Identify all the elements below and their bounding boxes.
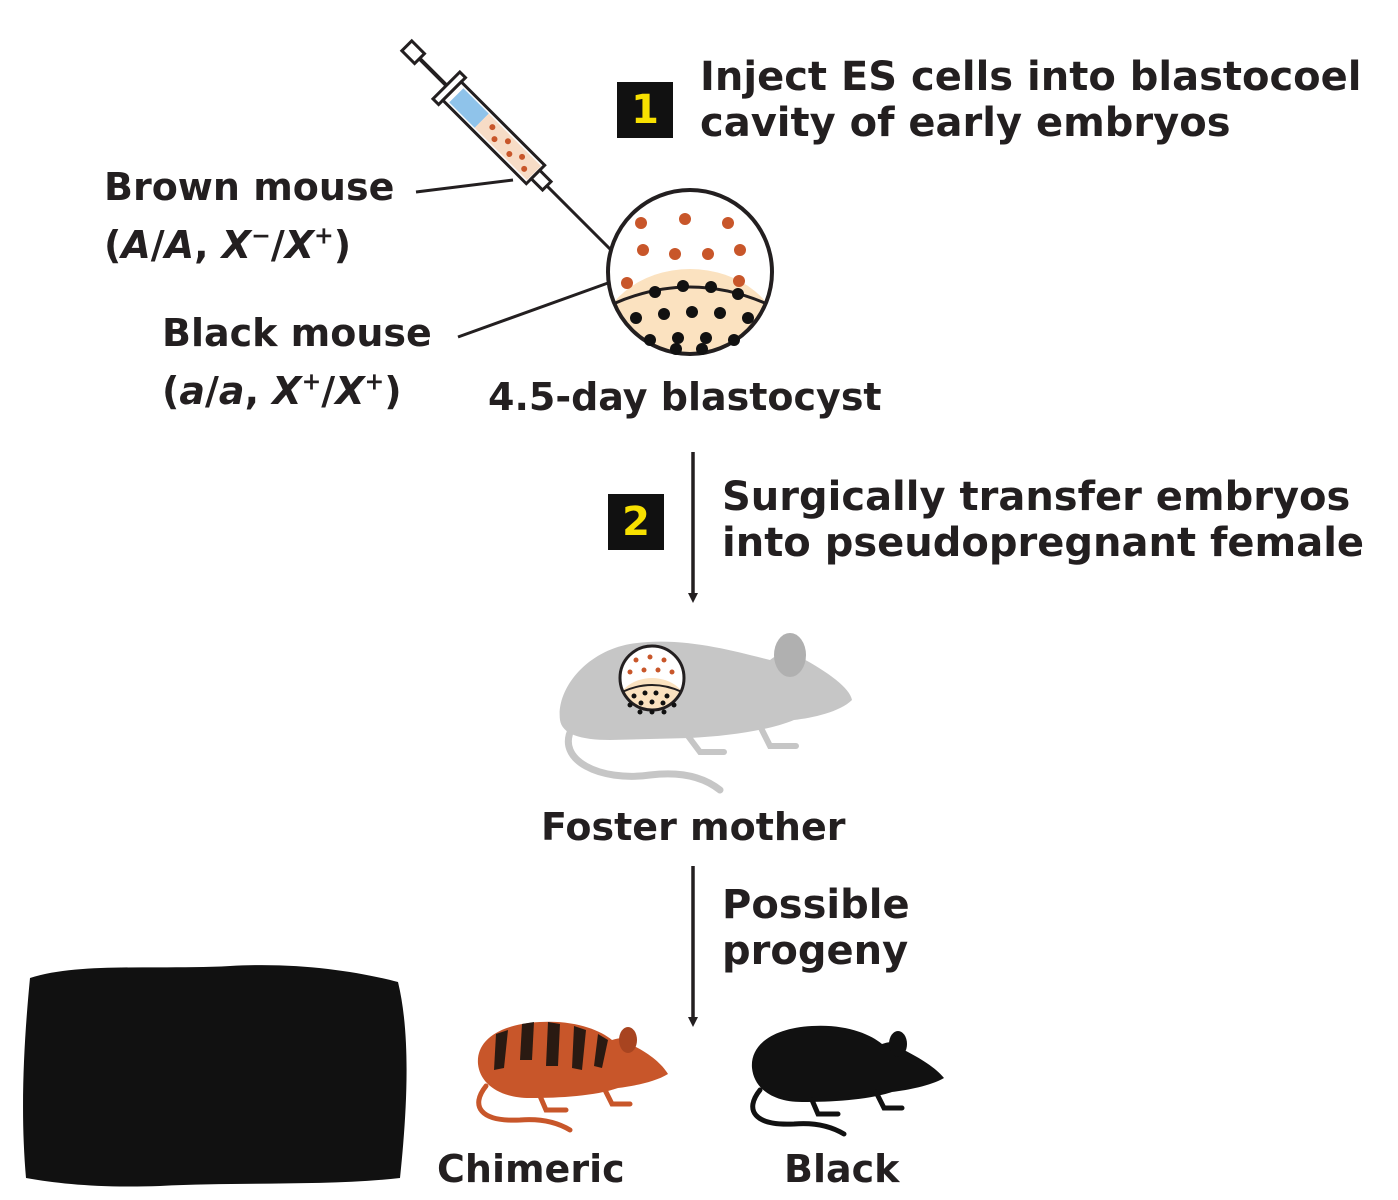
step-2-text: Surgically transfer embryos into pseudop… [722, 474, 1364, 566]
blastocyst-outline [606, 188, 774, 356]
black-mouse-ear [889, 1031, 907, 1057]
step-2-badge: 2 [608, 494, 664, 550]
syringe-needle [545, 184, 617, 256]
progeny-line-2: progeny [722, 928, 909, 974]
syringe-cell-zone [474, 113, 542, 181]
inner-cells [630, 280, 754, 355]
black-mouse-genotype: (a/a, X+/X+) [162, 367, 402, 413]
chimeric-mouse-hindleg [537, 1093, 569, 1113]
foster-mother-label: Foster mother [541, 805, 846, 849]
chimeric-mouse-tail [476, 1083, 573, 1133]
black-mouse-foreleg [873, 1089, 905, 1111]
step-1-line-2: cavity of early embryos [700, 100, 1231, 146]
inner-mass-boundary [612, 285, 768, 306]
step-1-badge: 1 [617, 82, 673, 138]
foster-mouse-tail [564, 724, 724, 794]
black-mouse-icon [750, 1025, 944, 1137]
syringe-liquid [449, 88, 489, 128]
syringe-plunger-rod [418, 57, 450, 89]
foster-mouse-hindleg [685, 733, 727, 755]
black-mouse-body [751, 1025, 944, 1102]
step-2-line-2: into pseudopregnant female [722, 520, 1365, 566]
syringe-icon [399, 38, 617, 256]
progeny-line-1: Possible [722, 882, 910, 928]
black-mouse-hindleg [809, 1097, 841, 1117]
foster-mouse-foreleg [757, 723, 799, 749]
progeny-label: Possible progeny [722, 882, 910, 974]
blastocyst-icon [606, 188, 774, 356]
step-1-text: Inject ES cells into blastocoel cavity o… [700, 54, 1362, 146]
redaction-block [23, 965, 407, 1187]
brown-mouse-label: Brown mouse [104, 165, 395, 209]
chimeric-mouse-icon [476, 1021, 668, 1133]
black-mouse-tail [750, 1087, 847, 1137]
blastocyst-label: 4.5-day blastocyst [488, 375, 882, 419]
foster-mouse-ear [774, 633, 806, 677]
chimeric-label: Chimeric [437, 1147, 625, 1191]
es-cells [621, 213, 746, 289]
black-mouse-leader [457, 281, 609, 339]
step-2-line-1: Surgically transfer embryos [722, 474, 1351, 520]
foster-mouse-icon [559, 633, 852, 794]
chimeric-mouse-stripes [494, 1022, 608, 1070]
chimeric-mouse-foreleg [601, 1085, 633, 1107]
brown-mouse-leader [415, 178, 514, 194]
black-mouse-label: Black mouse [162, 311, 432, 355]
black-label: Black [784, 1147, 900, 1191]
inner-cell-mass [608, 269, 772, 354]
foster-mouse-body [559, 641, 852, 740]
syringe-plunger-cap [399, 38, 427, 66]
foster-blastocyst-icon [618, 644, 686, 715]
brown-mouse-genotype: (A/A, X−/X+) [104, 221, 352, 267]
chimeric-mouse-ear [619, 1027, 637, 1053]
syringe-hub [529, 168, 554, 193]
step-1-line-1: Inject ES cells into blastocoel [700, 54, 1362, 100]
